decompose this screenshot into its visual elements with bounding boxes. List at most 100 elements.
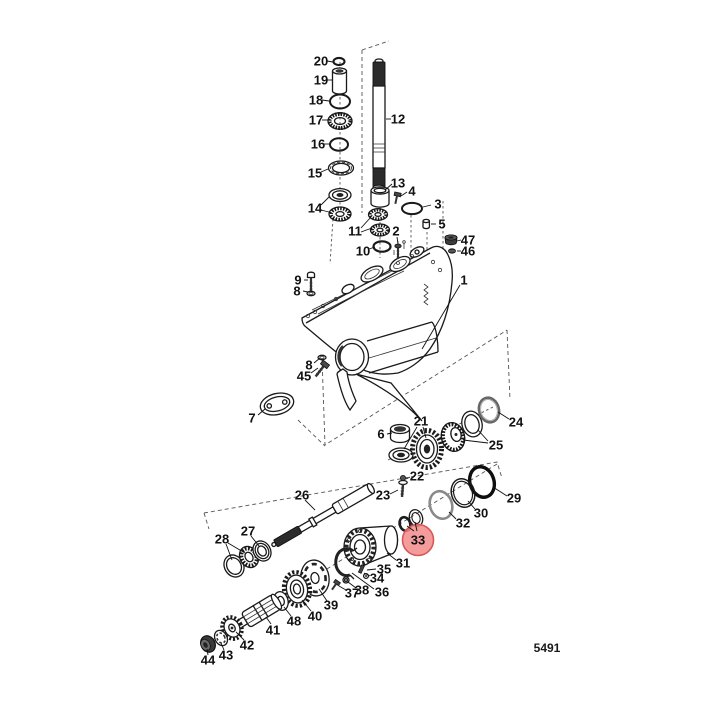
part-number-26: 26 [295,488,309,503]
callout-7: 7 [248,408,266,426]
leader-line [396,236,399,245]
part-number-28: 28 [215,532,229,547]
part-7-anode [259,392,295,416]
callout-24: 24 [497,411,524,430]
callout-6: 6 [377,427,393,442]
callout-42: 42 [235,631,254,653]
part-number-46: 46 [461,244,475,259]
part-number-39: 39 [324,598,338,613]
leader-line [265,616,272,625]
leader-line [400,191,408,197]
leader-line [326,60,334,63]
part-number-23: 23 [376,488,390,503]
callout-layer: 2019181716151412134352111047461988457621… [201,54,524,668]
leader-line [422,426,427,439]
leader-line [301,599,312,612]
callout-11: 11 [348,216,373,239]
part-number-36: 36 [375,585,389,600]
part-number-31: 31 [396,556,410,571]
leader-line [321,99,330,102]
part-14-bearing-set [328,187,352,222]
leader-line [456,239,462,242]
leader-line [421,284,461,350]
callout-48: 48 [283,606,301,629]
callout-22: 22 [405,469,424,484]
part-number-41: 41 [266,623,280,638]
callout-45: 45 [297,367,319,384]
part-number-47: 47 [461,233,475,248]
part-31-bearing-carrier [343,525,399,567]
part-11-bearing-set [367,208,391,237]
leader-line [320,196,330,206]
callout-18: 18 [309,93,330,108]
part-number-19: 19 [314,73,328,88]
part-10-oring [372,240,392,253]
part-number-8: 8 [305,358,312,373]
part-number-17: 17 [309,113,323,128]
leader-line [310,367,319,374]
callout-14: 14 [308,196,330,216]
leader-line [206,648,209,656]
part-36-retaining-ring [334,547,358,580]
part-30-ring [450,478,476,508]
leader-line [302,290,309,293]
part-15-retainer-ring [327,160,355,176]
part-number-8: 8 [293,284,300,299]
part-number-27: 27 [241,524,255,539]
callout-27: 27 [241,524,260,547]
callout-30: 30 [467,500,488,521]
part-2-screw [394,243,402,259]
callout-2: 2 [392,224,400,245]
part-8-washer-upper [306,290,316,297]
part-number-15: 15 [308,166,322,181]
part-number-33[interactable]: 33 [411,533,425,548]
leader-line [313,357,321,364]
part-number-25: 25 [489,438,503,453]
callout-8: 8 [305,357,321,373]
part-19-bushing [331,67,348,95]
part-number-37: 37 [345,586,359,601]
part-number-38: 38 [355,583,369,598]
callout-39: 39 [318,588,338,613]
part-21-gear-and-race [388,428,444,470]
callout-1: 1 [421,273,468,350]
part-number-11: 11 [348,224,362,239]
part-12-driveshaft [372,58,386,191]
callout-33-highlighted[interactable]: 33 [401,521,435,557]
part-32-ring [428,489,454,521]
part-1-gearcase-housing [301,240,454,422]
callout-32: 32 [448,511,470,531]
callout-10: 10 [356,244,376,259]
leader-line [368,246,376,250]
leader-line [320,168,329,173]
leader-line [497,411,510,420]
part-20-oring [332,56,346,67]
callout-37: 37 [338,585,359,601]
leader-line [448,511,457,520]
part-45-bolt [314,359,331,378]
leader-line [366,568,377,571]
part-number-34: 34 [370,571,385,586]
leader-line [386,432,393,435]
part-number-21: 21 [414,414,428,429]
part-29-oring [467,465,497,499]
part-number-42: 42 [240,638,254,653]
part-number-40: 40 [308,609,322,624]
leader-line [250,535,260,547]
part-22-23-bolt [398,474,408,498]
part-number-32: 32 [456,516,470,531]
leader-line [338,585,347,591]
part-number-22: 22 [410,469,424,484]
leader-line [389,489,399,495]
callout-36: 36 [351,572,389,600]
part-41-clutch-sleeve [234,593,283,630]
part-number-7: 7 [248,411,255,426]
callout-26: 26 [295,488,316,511]
selected-part-highlight[interactable] [401,523,435,557]
part-number-1: 1 [460,273,467,288]
part-40-gear [281,570,313,608]
drawing-number: 5491 [534,641,561,655]
part-number-14: 14 [308,201,323,216]
part-9-bolt [306,271,316,291]
leader-line [318,588,328,602]
